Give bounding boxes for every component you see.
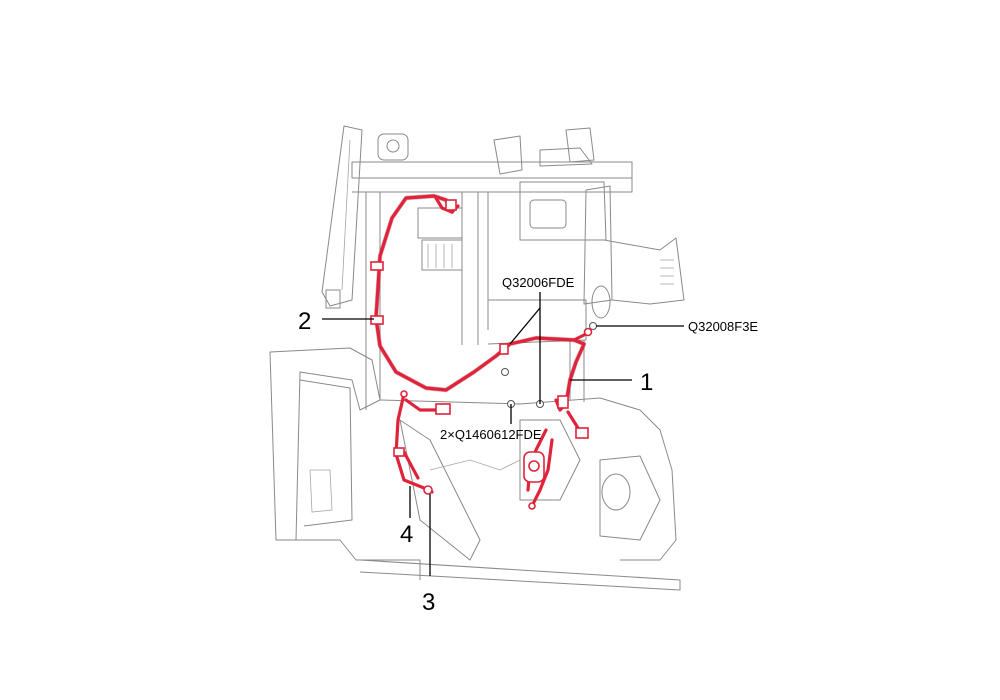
wiring-harness	[370, 193, 593, 510]
harness-end-cap	[400, 390, 408, 398]
harness-connector-right	[575, 427, 589, 439]
callout-1: 1	[640, 369, 653, 396]
harness-clip-6	[393, 447, 405, 457]
harness-connector-left	[435, 403, 451, 415]
starter-terminal-stud	[528, 460, 540, 472]
harness-clip-3	[499, 343, 509, 355]
leader-lines	[322, 292, 684, 576]
ground-terminal	[423, 485, 433, 495]
harness-end-cap-lower	[528, 502, 536, 510]
harness-clip-2	[370, 315, 384, 325]
harness-clip-1	[370, 261, 384, 271]
harness-clip-4	[445, 199, 457, 211]
part-code-q1460612fde: 2×Q1460612FDE	[440, 427, 542, 442]
callout-2: 2	[298, 308, 311, 335]
harness-clip-5	[557, 395, 569, 409]
part-code-q32008f3e: Q32008F3E	[688, 319, 758, 334]
harness-ring-terminal	[583, 327, 593, 337]
callout-4: 4	[400, 521, 413, 548]
labels: 2 1 4 3 Q32006FDE Q32008F3E 2×Q1460612FD…	[298, 275, 758, 616]
callout-3: 3	[422, 589, 435, 616]
part-code-q32006fde: Q32006FDE	[502, 275, 575, 290]
engine-outline	[269, 125, 685, 591]
